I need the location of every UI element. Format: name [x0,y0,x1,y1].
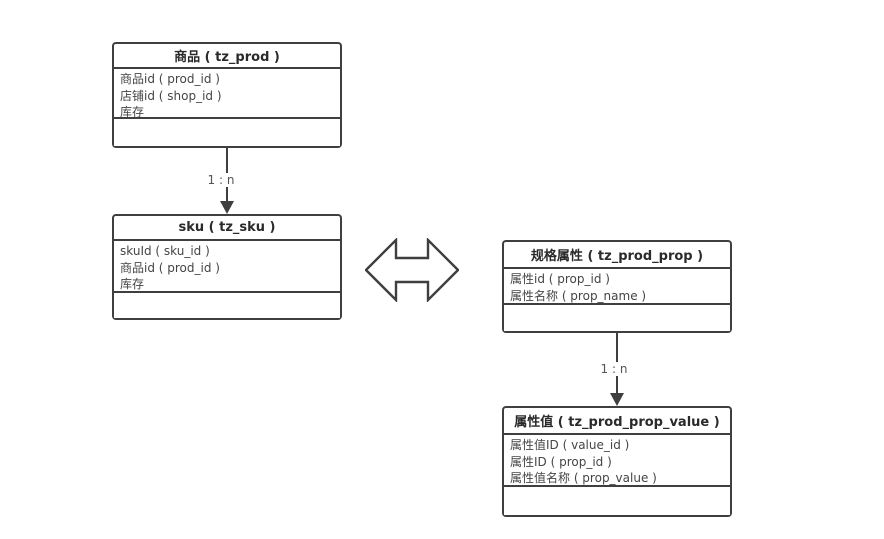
entity-field: 店铺id ( shop_id ) [120,88,222,103]
entity-sku-fields: skuId ( sku_id ) 商品id ( prod_id ) 库存 [114,241,340,293]
entity-field: 商品id ( prod_id ) [120,260,220,275]
entity-field: 属性名称 ( prop_name ) [510,288,647,303]
entity-field: 库存 [120,105,145,119]
entity-prod-prop-value: 属性值 ( tz_prod_prop_value ) 属性值ID ( value… [502,406,732,517]
entity-prod-prop-value-empty-section [504,487,730,515]
entity-sku-title: sku ( tz_sku ) [114,216,340,241]
entity-field: 库存 [120,277,145,291]
entity-prod-prop-fields: 属性id ( prop_id ) 属性名称 ( prop_name ) [504,269,730,305]
entity-field: 属性值ID ( value_id ) [510,438,630,452]
entity-prod-prop-value-title: 属性值 ( tz_prod_prop_value ) [504,408,730,435]
entity-prod: 商品 ( tz_prod ) 商品id ( prod_id ) 店铺id ( s… [112,42,342,148]
entity-field: 属性值名称 ( prop_value ) [510,471,657,485]
entity-prod-fields: 商品id ( prod_id ) 店铺id ( shop_id ) 库存 [114,69,340,119]
entity-prod-title: 商品 ( tz_prod ) [114,44,340,69]
entity-field: 属性ID ( prop_id ) [510,454,612,469]
double-arrow-icon [365,238,459,302]
entity-prod-prop-value-fields: 属性值ID ( value_id ) 属性ID ( prop_id ) 属性值名… [504,435,730,487]
entity-sku-empty-section [114,293,340,318]
connector-prop-to-value-label: 1 : n [597,362,631,376]
entity-field: 属性id ( prop_id ) [510,272,610,286]
entity-prod-prop: 规格属性 ( tz_prod_prop ) 属性id ( prop_id ) 属… [502,240,732,333]
entity-sku: sku ( tz_sku ) skuId ( sku_id ) 商品id ( p… [112,214,342,320]
connector-prod-to-sku-arrowhead-icon [220,201,234,214]
entity-prod-empty-section [114,119,340,146]
entity-prod-prop-empty-section [504,305,730,331]
entity-field: 商品id ( prod_id ) [120,72,220,86]
entity-field: skuId ( sku_id ) [120,244,210,258]
connector-prop-to-value-arrowhead-icon [610,393,624,406]
connector-prod-to-sku-label: 1 : n [204,173,238,187]
entity-prod-prop-title: 规格属性 ( tz_prod_prop ) [504,242,730,269]
